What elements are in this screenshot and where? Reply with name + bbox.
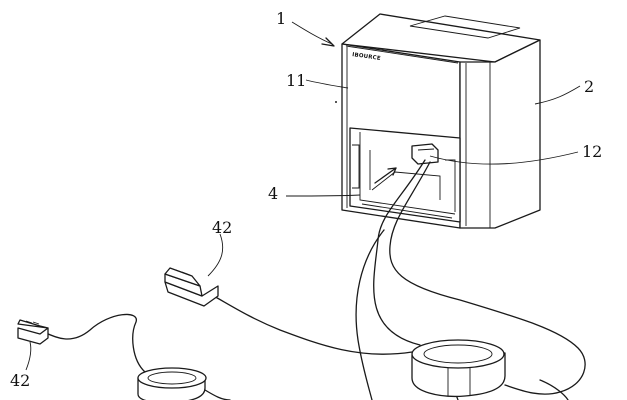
- connector-pins: [175, 269, 191, 276]
- device-housing: IBOURCE: [335, 13, 541, 229]
- leader-4: [285, 194, 361, 197]
- cable-to-connector-left: [43, 313, 146, 373]
- leader-1-arrow: [321, 37, 335, 47]
- leader-1: [291, 21, 333, 45]
- cable-to-bottom: [355, 229, 385, 400]
- front-opening: [349, 127, 461, 223]
- opening-inner: [361, 203, 453, 219]
- dot-mark: [335, 101, 337, 103]
- cable-port-detail: [417, 148, 435, 151]
- housing-side-face: [459, 39, 541, 229]
- reel-top-inner: [147, 371, 197, 385]
- cable-to-connector-upper: [211, 294, 413, 355]
- leader-42-upper: [207, 233, 224, 277]
- cable-right-tail: [539, 379, 569, 400]
- connector-pins: [25, 320, 40, 325]
- label-connector-upper: 42: [212, 218, 232, 237]
- brand-mark: IBOURCE: [352, 52, 381, 62]
- label-device-assembly: 1: [276, 9, 286, 28]
- insert-arrow: [374, 167, 397, 184]
- connector-upper: [164, 267, 219, 307]
- top-recess: [409, 15, 521, 39]
- label-housing: 2: [584, 77, 594, 96]
- leader-11: [305, 79, 349, 89]
- reel-top-inner: [423, 344, 493, 364]
- label-cable-reel: 4: [268, 184, 278, 203]
- opening-inner: [359, 132, 456, 215]
- label-front-panel: 11: [286, 71, 306, 90]
- connector-body: [17, 327, 49, 345]
- connector-left: [17, 319, 49, 345]
- cable-reel-left: [137, 367, 207, 400]
- reel-top: [411, 339, 505, 369]
- reel-top: [137, 367, 207, 389]
- insert-arrow-head: [387, 167, 397, 176]
- connector-latch: [17, 319, 49, 329]
- label-connector-left: 42: [10, 371, 30, 390]
- opening-inner: [352, 144, 360, 189]
- cable-reel-right: [411, 339, 506, 398]
- label-cable-port: 12: [582, 142, 602, 161]
- leader-2: [534, 85, 581, 105]
- cables: [43, 159, 586, 400]
- leader-42-left: [25, 341, 32, 371]
- edge-line: [345, 45, 459, 64]
- opening-inner: [371, 171, 441, 200]
- cable-main: [373, 159, 426, 346]
- cable-left-reel-out: [204, 389, 231, 400]
- leader-lines: [25, 21, 581, 371]
- leader-12: [429, 151, 579, 165]
